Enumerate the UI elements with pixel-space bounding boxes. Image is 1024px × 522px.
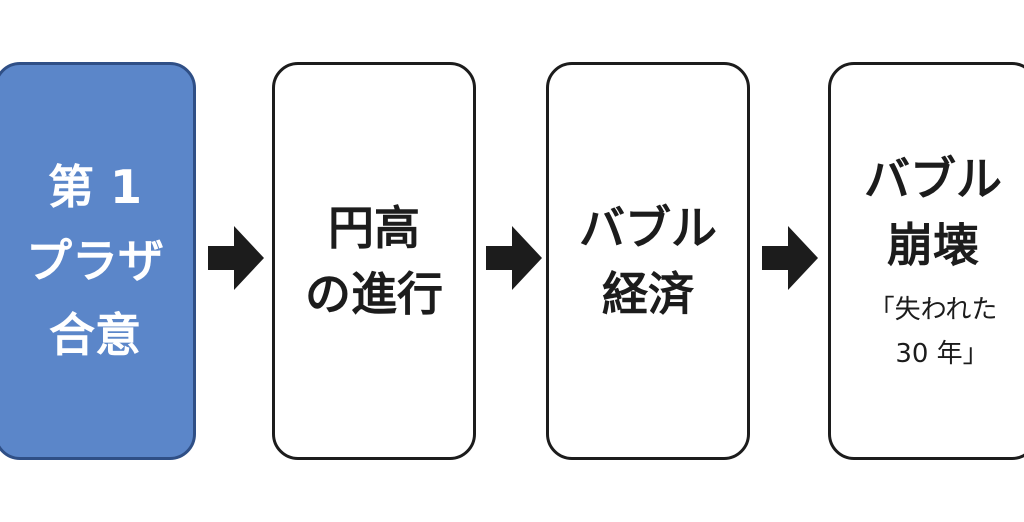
step-sublabel-line: 「失われた <box>868 295 998 325</box>
step-label-line: 経済 <box>602 267 694 321</box>
arrow-right-icon <box>208 226 264 290</box>
step-label-line: バブル <box>579 201 717 255</box>
arrow-right-icon <box>762 226 818 290</box>
step-label-line: 合意 <box>49 308 141 362</box>
step-label-line: 第 1 <box>47 160 143 214</box>
step-sublabel-line: 30 年」 <box>895 339 989 369</box>
step-label-line: 円高 <box>328 201 420 255</box>
step-label-line: バブル <box>864 152 1002 206</box>
step-bubble-economy: バブル 経済 <box>546 62 750 460</box>
arrow-right-icon <box>486 226 542 290</box>
step-sublabel: 「失われた 30 年」 <box>869 288 998 376</box>
step-plaza-accord: 第 1 プラザ 合意 <box>0 62 196 460</box>
step-label-line: プラザ <box>26 234 164 288</box>
step-label: バブル 崩壊 <box>864 146 1002 278</box>
step-label-line: の進行 <box>305 267 443 321</box>
step-yen-appreciation: 円高 の進行 <box>272 62 476 460</box>
step-label: 第 1 プラザ 合意 <box>26 150 164 372</box>
step-label: 円高 の進行 <box>305 195 443 327</box>
step-label-line: 崩壊 <box>887 218 979 272</box>
step-bubble-collapse: バブル 崩壊 「失われた 30 年」 <box>828 62 1024 460</box>
step-label: バブル 経済 <box>579 195 717 327</box>
